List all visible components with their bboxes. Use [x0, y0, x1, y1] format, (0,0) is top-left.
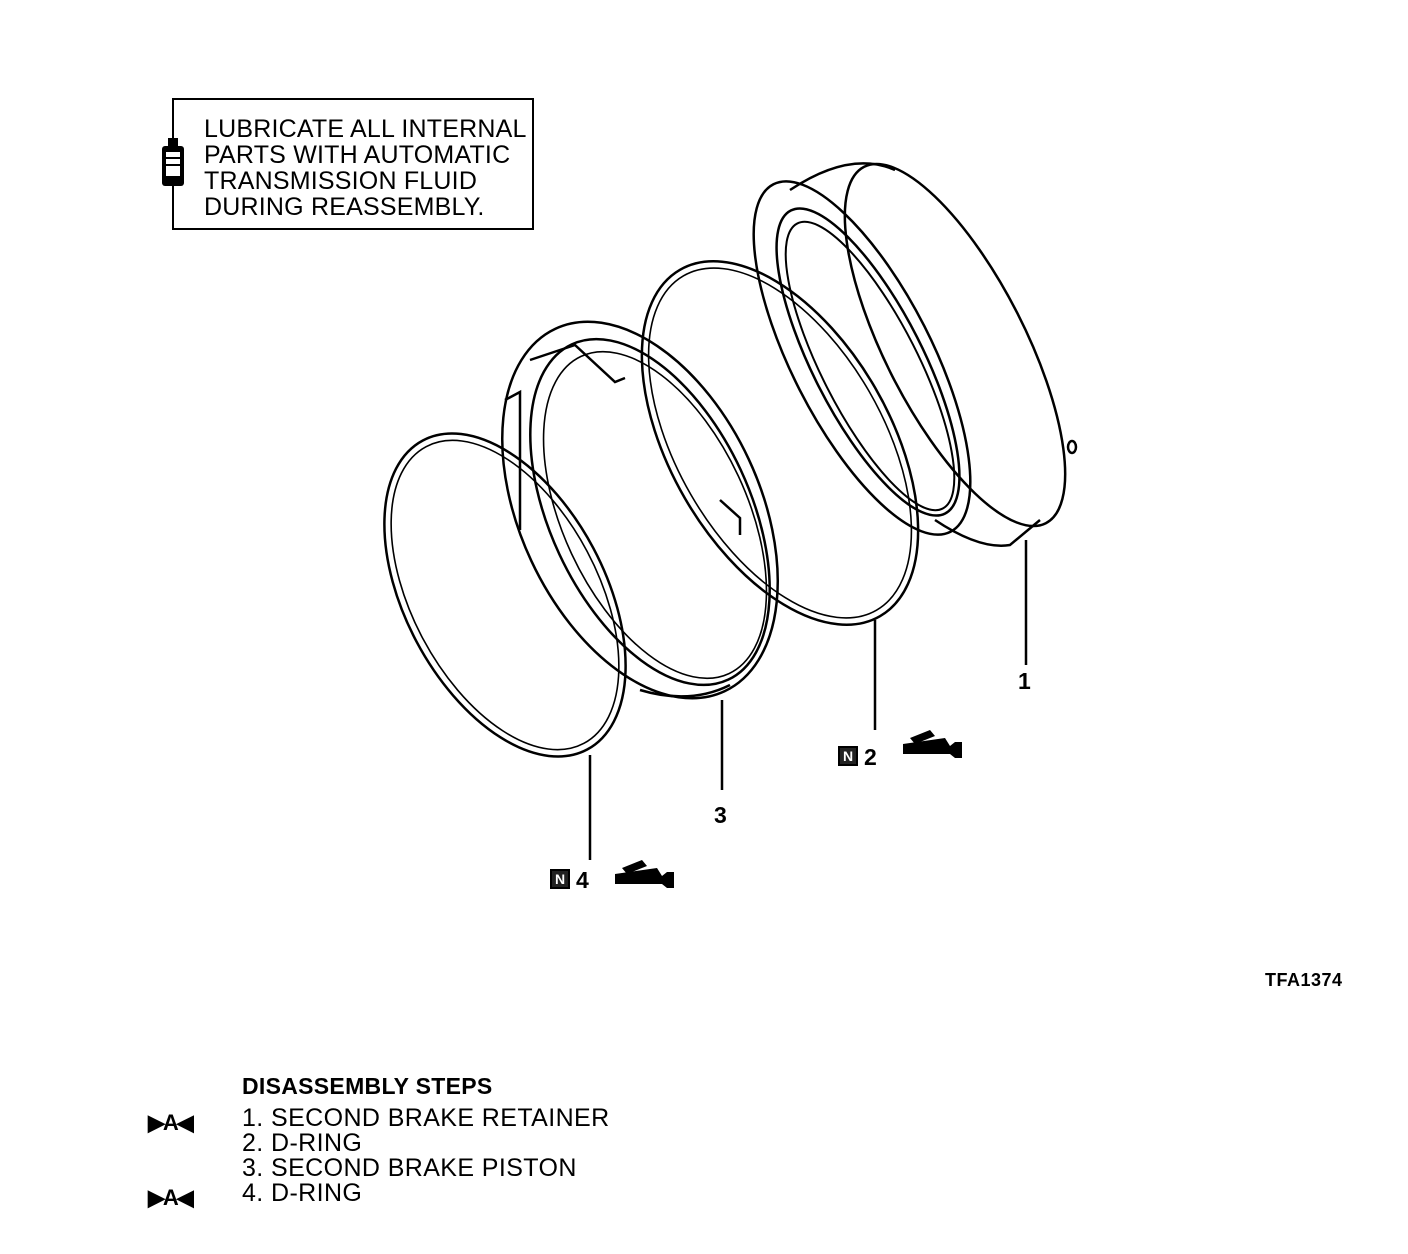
note-line: PARTS WITH AUTOMATIC [204, 141, 511, 169]
step-item: 4. D-RING [242, 1179, 363, 1207]
figure-code: TFA1374 [1265, 970, 1343, 990]
lubrication-note-box: LUBRICATE ALL INTERNAL PARTS WITH AUTOMA… [162, 98, 534, 230]
note-line: DURING REASSEMBLY. [204, 193, 485, 221]
d-ring-2-drawing [640, 260, 920, 730]
steps-list: 1. SECOND BRAKE RETAINER 2. D-RING 3. SE… [242, 1106, 610, 1206]
grease-gun-icon [615, 860, 674, 888]
step-item: 3. SECOND BRAKE PISTON [242, 1154, 577, 1182]
second-brake-piston-drawing [501, 320, 779, 790]
new-part-badge: N [838, 746, 858, 766]
reassembly-marker: ▶A◀ [148, 1185, 194, 1210]
grease-gun-icon [903, 730, 962, 758]
callout-4: 4 [576, 867, 589, 893]
step-item: 2. D-RING [242, 1129, 363, 1157]
note-line: LUBRICATE ALL INTERNAL [204, 115, 527, 143]
oil-bottle-icon [162, 138, 184, 186]
second-brake-retainer-drawing [752, 162, 1078, 665]
new-part-badge: N [550, 869, 570, 889]
callout-2: 2 [864, 744, 877, 770]
callout-3: 3 [714, 802, 727, 828]
reassembly-marker: ▶A◀ [148, 1110, 194, 1135]
step-item: 1. SECOND BRAKE RETAINER [242, 1104, 610, 1132]
steps-title: DISASSEMBLY STEPS [242, 1073, 493, 1099]
d-ring-4-drawing [383, 432, 627, 860]
lubrication-note-text: LUBRICATE ALL INTERNAL PARTS WITH AUTOMA… [204, 116, 527, 220]
callout-1: 1 [1018, 668, 1031, 694]
note-line: TRANSMISSION FLUID [204, 167, 478, 195]
